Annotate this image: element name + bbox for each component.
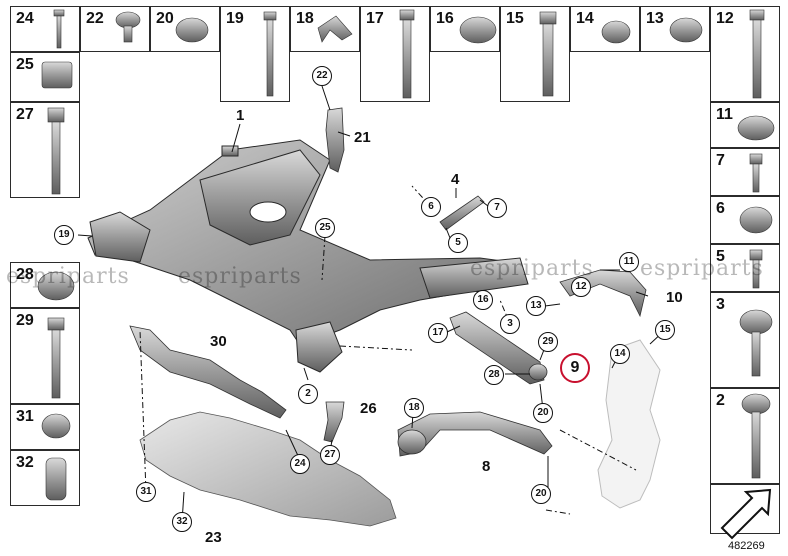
highlight-part-9[interactable]: 9 (560, 353, 590, 383)
part-number: 29 (16, 312, 34, 329)
callout-16[interactable]: 16 (473, 290, 493, 310)
orientation-arrow-icon (720, 488, 772, 540)
callout-13[interactable]: 13 (526, 296, 546, 316)
part-number: 31 (16, 408, 34, 425)
watermark-text: espriparts (640, 256, 764, 281)
part-cell-17[interactable]: 17 (360, 6, 430, 102)
callout-14[interactable]: 14 (610, 344, 630, 364)
callout-17[interactable]: 17 (428, 323, 448, 343)
part-number: 3 (716, 296, 725, 313)
part-cell-5[interactable]: 5 (710, 244, 780, 292)
part-number: 32 (16, 454, 34, 471)
callout-20[interactable]: 20 (533, 403, 553, 423)
callout-12[interactable]: 12 (571, 277, 591, 297)
part-cell-32[interactable]: 32 (10, 450, 80, 506)
front-subframe (87, 139, 529, 373)
part-number: 7 (716, 152, 725, 169)
part-number: 16 (436, 10, 454, 27)
part-number: 12 (716, 10, 734, 27)
watermark-text: espriparts (6, 264, 130, 289)
part-number: 5 (716, 248, 725, 265)
label-part-26[interactable]: 26 (360, 400, 377, 417)
label-part-30[interactable]: 30 (210, 333, 227, 350)
part-cell-29[interactable]: 29 (10, 308, 80, 404)
part-number: 19 (226, 10, 244, 27)
callout-15[interactable]: 15 (655, 320, 675, 340)
diagram-number: 482269 (728, 540, 765, 552)
part-number: 28 (16, 266, 34, 283)
callout-28[interactable]: 28 (484, 365, 504, 385)
part-number: 17 (366, 10, 384, 27)
callout-32[interactable]: 32 (172, 512, 192, 532)
part-cell-3[interactable]: 3 (710, 292, 780, 388)
part-number: 20 (156, 10, 174, 27)
part-cell-24[interactable]: 24 (10, 6, 80, 52)
part-number: 13 (646, 10, 664, 27)
callout-20-lower[interactable]: 20 (531, 484, 551, 504)
callout-22[interactable]: 22 (312, 66, 332, 86)
part-number: 18 (296, 10, 314, 27)
shield-bracket (323, 401, 345, 443)
part-number: 25 (16, 56, 34, 73)
label-part-4[interactable]: 4 (451, 171, 460, 188)
label-part-10[interactable]: 10 (666, 289, 683, 306)
callout-31[interactable]: 31 (136, 482, 156, 502)
callout-11[interactable]: 11 (619, 252, 639, 272)
underbody-shield (139, 411, 397, 527)
callout-24[interactable]: 24 (290, 454, 310, 474)
callout-3[interactable]: 3 (500, 314, 520, 334)
part-number: 15 (506, 10, 524, 27)
part-cell-15[interactable]: 15 (500, 6, 570, 102)
watermark-text: espriparts (178, 264, 302, 289)
callout-19[interactable]: 19 (54, 225, 74, 245)
label-part-21[interactable]: 21 (354, 129, 371, 146)
part-number: 27 (16, 106, 34, 123)
label-part-8[interactable]: 8 (482, 458, 491, 475)
reinforcement-plate (129, 325, 287, 419)
part-number: 14 (576, 10, 594, 27)
part-number: 22 (86, 10, 104, 27)
tension-strut-highlighted (449, 311, 545, 385)
callout-18[interactable]: 18 (404, 398, 424, 418)
part-number: 11 (716, 106, 733, 123)
callout-25[interactable]: 25 (315, 218, 335, 238)
label-part-1[interactable]: 1 (236, 107, 245, 124)
heat-shield-bracket (325, 107, 345, 173)
callout-6[interactable]: 6 (421, 197, 441, 217)
label-part-23[interactable]: 23 (205, 529, 222, 546)
part-cell-19[interactable]: 19 (220, 6, 290, 102)
label-part-9: 9 (570, 359, 580, 376)
tension-strut (439, 195, 485, 231)
callout-7[interactable]: 7 (487, 198, 507, 218)
callout-29[interactable]: 29 (538, 332, 558, 352)
part-cell-22[interactable]: 22 (80, 6, 150, 52)
part-cell-27[interactable]: 27 (10, 102, 80, 198)
callout-5[interactable]: 5 (448, 233, 468, 253)
callout-2[interactable]: 2 (298, 384, 318, 404)
part-cell-7[interactable]: 7 (710, 148, 780, 196)
part-number: 2 (716, 392, 725, 409)
part-number: 24 (16, 10, 34, 27)
steering-knuckle (597, 339, 661, 509)
watermark-text: espriparts (470, 256, 594, 281)
part-cell-12[interactable]: 12 (710, 6, 780, 102)
hardware-thumbnails (37, 9, 775, 501)
callout-27[interactable]: 27 (320, 445, 340, 465)
part-number: 6 (716, 200, 725, 217)
